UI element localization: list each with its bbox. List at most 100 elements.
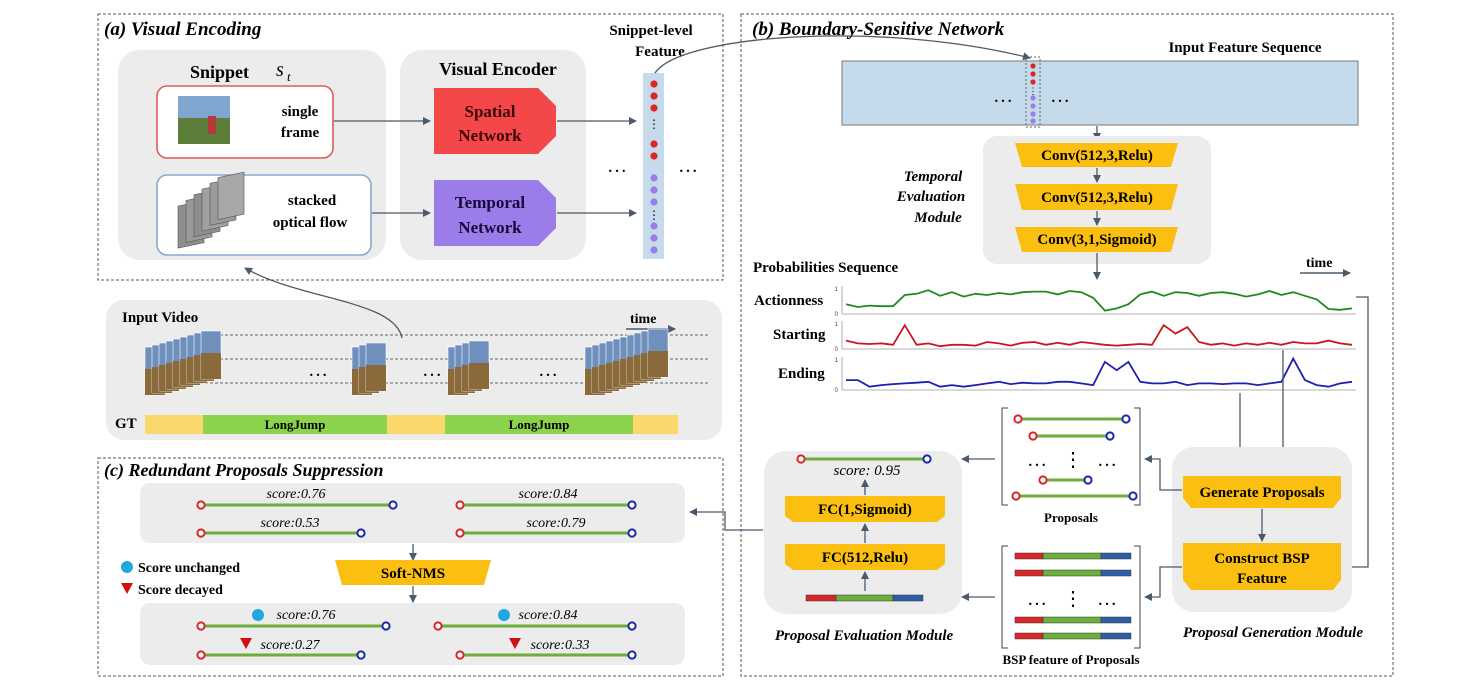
optical-flow-stack [177, 171, 245, 249]
proposal-3-end [1083, 475, 1093, 485]
suppression-title: (c) Redundant Proposals Suppression [104, 460, 384, 481]
legend-unchanged-label: Score unchanged [138, 561, 240, 576]
proposal-1-end [1121, 414, 1131, 424]
proposal-4-start [1011, 491, 1021, 501]
video-ellipsis-3: … [538, 359, 558, 381]
proposals-bracket-right [1134, 407, 1141, 506]
unchanged-marker-2 [498, 609, 510, 621]
evaluation-feature-end [892, 594, 924, 602]
bsp-bracket-right [1134, 545, 1141, 649]
feature-dot-purple-2 [650, 198, 658, 206]
proposals-label: Proposals [1044, 510, 1098, 525]
evaluation-score: score: 0.95 [834, 463, 901, 479]
top-prop-4-start [455, 528, 465, 538]
spatial-network-label-2: Network [458, 126, 522, 145]
top-prop-3-end [356, 528, 366, 538]
temporal-network-label-2: Network [458, 218, 522, 237]
feature-dot-purple-1 [650, 186, 658, 194]
decayed-marker-2 [509, 638, 521, 649]
bsp-bar-end-1 [1100, 569, 1132, 577]
spatial-network-label-1: Spatial [464, 102, 515, 121]
top-score-4: score:0.79 [527, 516, 586, 531]
sequence-dot-red-1 [1030, 71, 1036, 77]
conv-layer-2-label: Conv(512,3,Relu) [1041, 190, 1153, 206]
top-prop-1-end [388, 500, 398, 510]
sequence-dot-purple-1 [1030, 103, 1036, 109]
arrow-probabilities-to-bsp [1343, 296, 1369, 571]
top-prop-2-start [455, 500, 465, 510]
proposal-evaluation-title: Proposal Evaluation Module [775, 628, 954, 644]
visual-encoding-title: (a) Visual Encoding [104, 19, 261, 40]
feature-dot-red-0 [650, 80, 658, 88]
evaluation-feature-start [805, 594, 837, 602]
sequence-dot-red-2 [1030, 79, 1036, 85]
bottom-prop-4-end [627, 650, 637, 660]
generate-proposals-block [1183, 476, 1341, 508]
single-frame-label-2: frame [281, 125, 320, 141]
construct-bsp-label-1: Construct BSP [1214, 551, 1309, 567]
proposal-3-start [1038, 475, 1048, 485]
arrow-feature-to-sequence [654, 35, 1031, 74]
fc-relu-label: FC(512,Relu) [822, 550, 908, 566]
proposal-4-end [1128, 491, 1138, 501]
snippet-label: Snippet [190, 62, 249, 82]
bsp-bar-start-3 [1014, 632, 1044, 640]
evaluation-proposal-start [796, 454, 806, 464]
feature-dot-purple-5 [650, 246, 658, 254]
conv-layer-1 [1015, 143, 1178, 167]
video-ellipsis-2: … [422, 359, 442, 381]
proposals-bracket-left [1001, 407, 1008, 506]
bottom-prop-2-end [627, 621, 637, 631]
curve-label-starting: Starting [773, 327, 826, 343]
gt-segment-2-label: LongJump [509, 417, 570, 432]
proposal-2-end [1105, 431, 1115, 441]
bottom-prop-4-start [455, 650, 465, 660]
optical-flow-label-2: optical flow [273, 215, 348, 231]
snippet-feature-dots: ⋮⋮ [648, 80, 660, 254]
bsp-bar-mid-1 [1042, 569, 1102, 577]
suppression-frame [97, 457, 724, 677]
top-prop-3-start [196, 528, 206, 538]
feature-vdots-2: ⋮ [648, 208, 660, 222]
feature-dot-purple-3 [650, 222, 658, 230]
evaluation-proposal-end [922, 454, 932, 464]
sequence-ellipsis-2: … [1050, 85, 1070, 107]
arrow-construct-to-bsp [1144, 566, 1182, 601]
bsp-bar-end-3 [1100, 632, 1132, 640]
feature-vdots: ⋮ [648, 117, 660, 131]
conv-layer-3 [1015, 227, 1178, 252]
proposal-2-start [1028, 431, 1038, 441]
bsp-bar-mid-0 [1042, 552, 1102, 560]
bsp-feature-label: BSP feature of Proposals [1002, 652, 1139, 667]
optical-flow-label-1: stacked [288, 193, 337, 209]
gt-segment-1-label: LongJump [265, 417, 326, 432]
bottom-score-2: score:0.84 [519, 608, 578, 623]
gt-label: GT [115, 416, 137, 432]
top-score-2: score:0.84 [519, 487, 578, 502]
top-prop-1-start [196, 500, 206, 510]
temporal-network-label-1: Temporal [455, 193, 525, 212]
gt-background-2 [387, 415, 445, 434]
arrow-generate-to-proposals [1144, 455, 1182, 491]
proposal-bars [1011, 414, 1138, 501]
curve-tick-bottom-0: 0 [835, 312, 839, 318]
snippet-feature-label-1: Snippet-level [609, 23, 692, 39]
curve-label-actionness: Actionness [754, 293, 823, 309]
video-frame-ground-3-9 [648, 351, 668, 377]
ellipsis-feature-2: … [678, 155, 698, 177]
bsp-feature-bars [1014, 552, 1132, 640]
snippet-subscript: t [287, 69, 291, 84]
proposal-1-start [1013, 414, 1023, 424]
curve-starting [845, 323, 1353, 348]
video-frame-stacks [144, 328, 669, 396]
gt-background-1 [145, 415, 203, 434]
selected-feature-column [1025, 56, 1041, 128]
generate-proposals-label: Generate Proposals [1199, 485, 1324, 501]
single-frame-image [178, 96, 230, 144]
legend-decayed-label: Score decayed [138, 583, 223, 598]
proposal-evaluation-panel [764, 451, 962, 614]
sequence-feature-dots: ⋮ [1029, 63, 1038, 124]
sequence-dot-red-0 [1030, 63, 1036, 69]
sequence-dot-purple-3 [1030, 118, 1036, 124]
